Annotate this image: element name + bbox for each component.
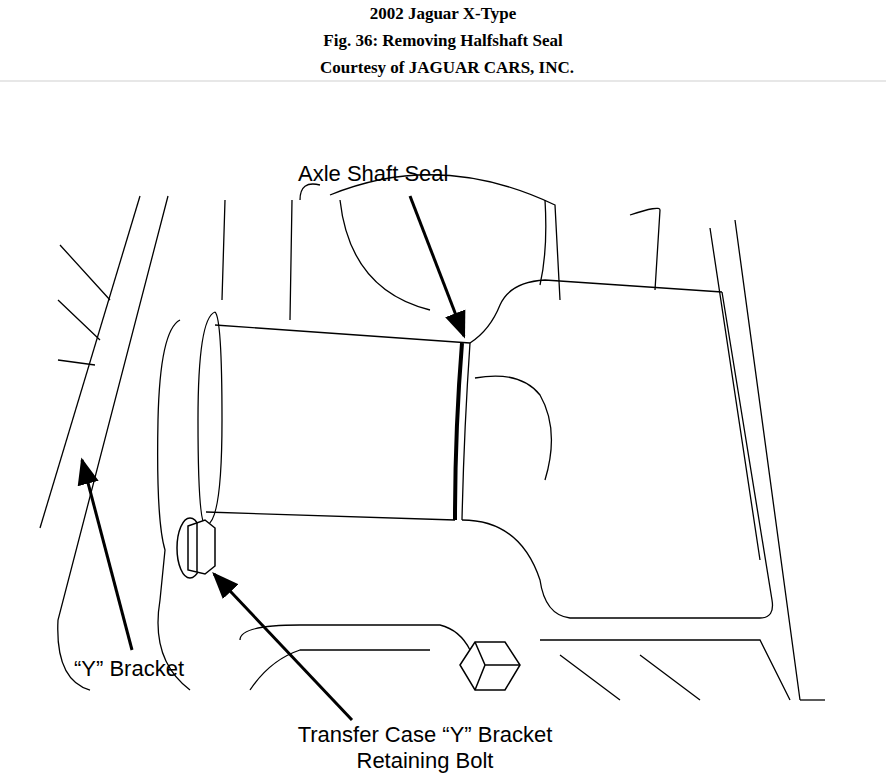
- part-label: Transfer Case “Y” Bracket Retaining Bolt: [280, 722, 570, 774]
- figure-title: 2002 Jaguar X-Type: [0, 4, 886, 24]
- figure-caption: Fig. 36: Removing Halfshaft Seal: [0, 31, 886, 51]
- part-label: “Y” Bracket: [74, 656, 184, 682]
- courtesy-note: Courtesy of JAGUAR CARS, INC.: [4, 58, 886, 78]
- part-label: Axle Shaft Seal: [298, 161, 448, 187]
